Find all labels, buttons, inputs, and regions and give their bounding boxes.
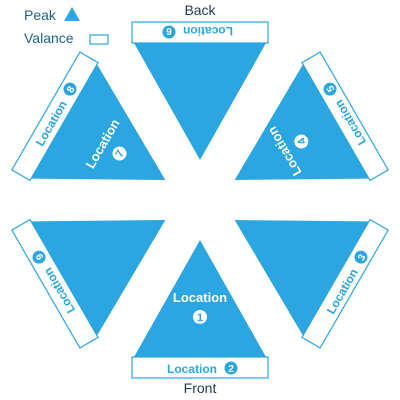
valance-upper-left-number-badge: [63, 82, 77, 96]
peak-upper-left-number-badge: [112, 146, 127, 161]
valance-front-number-badge: [224, 361, 238, 375]
peak-upper-left-number: 7: [114, 148, 127, 159]
valance-front-text: Location: [167, 362, 217, 376]
peak-front-number: 1: [197, 312, 203, 324]
valance-back-text: Location: [183, 24, 233, 38]
front-label: Front: [184, 380, 217, 396]
valance-lower-right: [301, 218, 389, 349]
valance-legend-icon: [89, 34, 109, 45]
valance-upper-right-number-badge: [323, 82, 337, 96]
panel-upper-left-triangle: [31, 64, 166, 180]
valance-back-number-badge: [162, 25, 176, 39]
back-label: Back: [184, 2, 216, 18]
valance-lower-right-number: 3: [356, 252, 369, 263]
valance-lower-left-number-badge: [32, 250, 46, 264]
valance-lower-right-number-badge: [354, 250, 368, 264]
legend-valance-label: Valance: [24, 30, 74, 46]
peak-legend-icon: [64, 7, 80, 21]
peak-upper-right-number-badge: [294, 134, 309, 149]
valance-back-label: Location 6: [162, 24, 233, 39]
panel-front-triangle: [134, 240, 266, 357]
valance-upper-right: [301, 51, 389, 182]
peak-front-label: Location 1: [173, 290, 227, 324]
panel-front: Location 2 Location 1: [131, 240, 269, 379]
valance-upper-left-number: 8: [65, 84, 78, 95]
panel-back-triangle: [134, 43, 266, 160]
peak-front-number-badge: [193, 310, 207, 324]
legend: Peak Valance: [24, 7, 109, 46]
valance-front-number: 2: [228, 364, 234, 375]
panel-lower-right: Location 3: [234, 218, 389, 349]
panel-upper-left: Location 8 Location 7: [11, 51, 166, 182]
panel-upper-right-triangle: [234, 64, 369, 180]
peak-front-text: Location: [173, 290, 227, 305]
valance-back-number: 6: [166, 25, 172, 36]
panel-back: Location 6: [131, 21, 269, 160]
panel-lower-right-triangle: [234, 220, 369, 336]
valance-lower-left-number: 9: [34, 251, 47, 262]
valance-upper-right-number: 5: [325, 83, 338, 94]
legend-peak-label: Peak: [24, 7, 57, 23]
panel-lower-left-triangle: [31, 220, 166, 336]
valance-front-label: Location 2: [167, 361, 238, 376]
